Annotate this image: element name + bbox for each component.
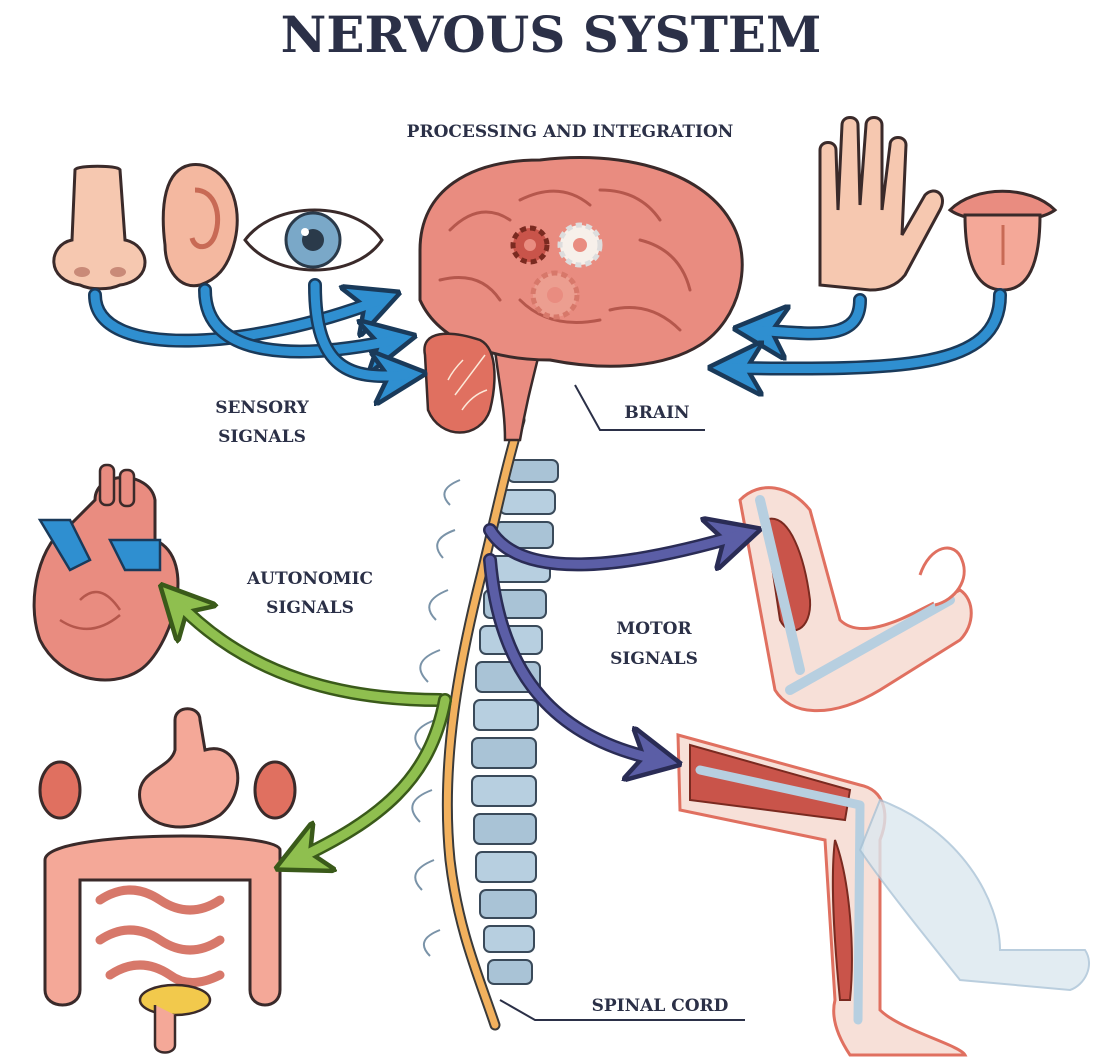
label-motor-line1: MOTOR	[616, 619, 692, 639]
autonomic-arrows	[175, 600, 445, 860]
heart-icon	[34, 465, 178, 680]
eye-icon	[245, 210, 382, 270]
digestive-system-icon	[40, 709, 295, 1053]
label-sensory-line2: SIGNALS	[218, 427, 306, 447]
leg-muscle-icon	[678, 735, 1089, 1055]
label-motor-line2: SIGNALS	[610, 649, 698, 669]
cerebellum	[424, 334, 494, 433]
ear-icon	[163, 165, 237, 286]
label-spinal-cord: SPINAL CORD	[592, 996, 729, 1016]
label-sensory-line1: SENSORY	[215, 398, 309, 418]
label-processing-integration: PROCESSING AND INTEGRATION	[407, 122, 734, 142]
label-brain: BRAIN	[624, 403, 689, 423]
brain-icon	[420, 158, 742, 433]
nose-icon	[54, 166, 145, 289]
label-autonomic-line1: AUTONOMIC	[246, 569, 373, 589]
page-title: NERVOUS SYSTEM	[281, 5, 822, 64]
arm-muscle-icon	[740, 488, 971, 711]
tongue-icon	[950, 191, 1055, 290]
label-autonomic-line2: SIGNALS	[266, 598, 354, 618]
hand-icon	[820, 118, 942, 291]
